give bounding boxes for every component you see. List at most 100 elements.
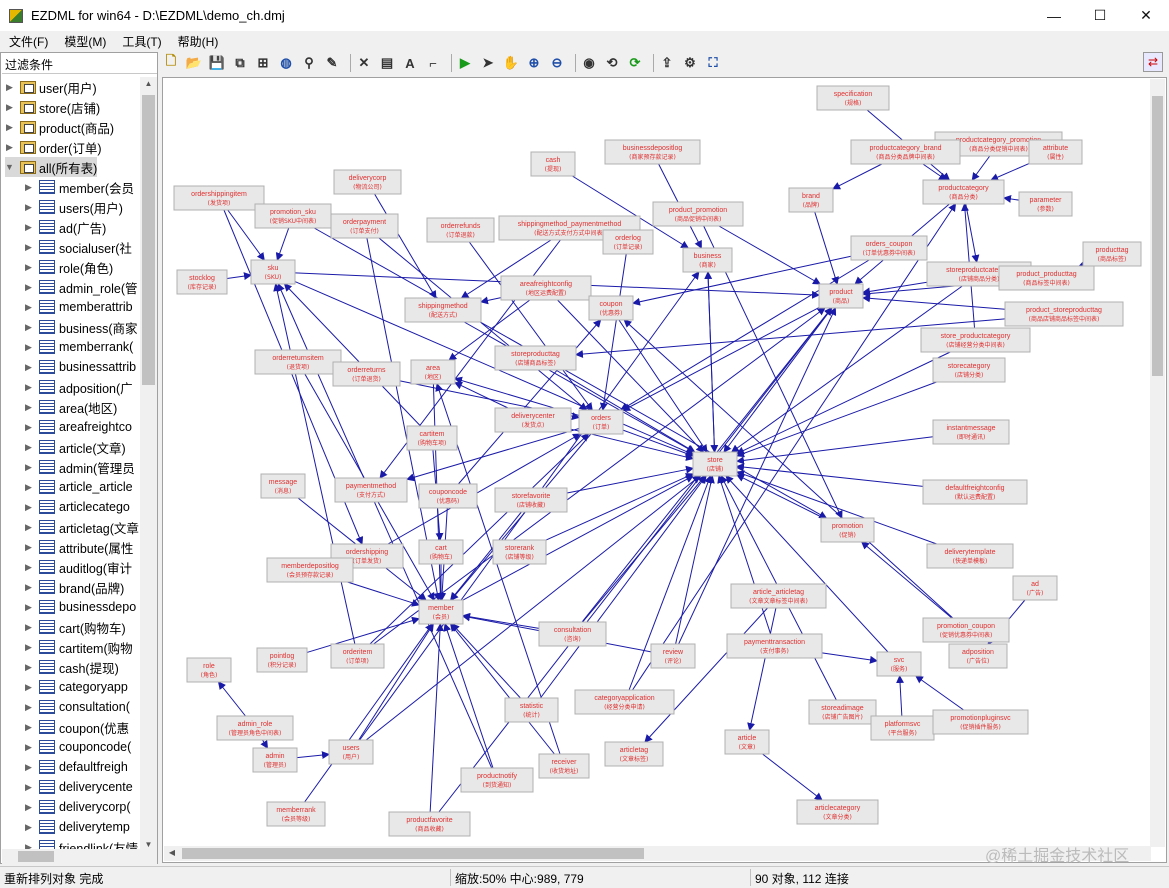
chevron-right-icon[interactable]: ▶ (25, 741, 32, 752)
tree-table-item[interactable]: ▶categoryapp (24, 677, 128, 697)
relation-link[interactable] (723, 307, 833, 453)
text-icon[interactable]: A (405, 55, 415, 71)
chevron-right-icon[interactable]: ▶ (25, 481, 32, 492)
tree-table-item[interactable]: ▶articletag(文章 (24, 517, 139, 537)
tree-table-item[interactable]: ▶cash(提现) (24, 657, 119, 677)
menu-model[interactable]: 模型(M) (64, 34, 107, 49)
entity-product-promotion[interactable]: product_promotion(商品促销中间表) (652, 201, 744, 227)
filter-label[interactable]: 过滤条件 (2, 54, 157, 74)
relation-link[interactable] (540, 475, 707, 699)
tree-table-item[interactable]: ▶admin(管理员 (24, 457, 135, 477)
chevron-right-icon[interactable]: ▶ (25, 421, 32, 432)
chevron-right-icon[interactable]: ▶ (25, 261, 32, 272)
globe-icon[interactable]: ◍ (280, 55, 292, 70)
entity-paymentmethod[interactable]: paymentmethod(支付方式) (334, 477, 408, 503)
entity-cash[interactable]: cash(提现) (530, 151, 576, 177)
tree-table-item[interactable]: ▶adposition(广 (24, 377, 133, 397)
chevron-right-icon[interactable]: ▶ (25, 701, 32, 712)
relation-link[interactable] (644, 607, 768, 743)
entity-ordershippingitem[interactable]: ordershippingitem(发货项) (173, 185, 265, 211)
tree-table-item[interactable]: ▶deliverytemp (24, 817, 130, 837)
chevron-right-icon[interactable]: ▶ (25, 461, 32, 472)
chevron-right-icon[interactable]: ▶ (6, 121, 13, 132)
relation-link[interactable] (273, 283, 356, 645)
toggle-panel-icon[interactable]: ⇄ (1143, 52, 1163, 72)
chevron-right-icon[interactable]: ▶ (25, 441, 32, 452)
chevron-right-icon[interactable]: ▶ (25, 641, 32, 652)
tree-table-item[interactable]: ▶areafreightco (24, 417, 132, 437)
relation-link[interactable] (965, 203, 980, 263)
chevron-right-icon[interactable]: ▶ (25, 841, 32, 852)
relation-link[interactable] (821, 652, 878, 664)
relation-link[interactable] (555, 369, 696, 453)
entity-articletag[interactable]: articletag(文章标签) (604, 741, 664, 767)
relation-link[interactable] (294, 281, 694, 456)
entity-consultation[interactable]: consultation(咨询) (538, 621, 607, 647)
link-icon[interactable]: ⌐ (429, 55, 437, 71)
relation-link[interactable] (369, 433, 590, 645)
entity-cartitem[interactable]: cartitem(购物车项) (406, 425, 458, 451)
close-button[interactable]: ✕ (1140, 7, 1152, 23)
relation-link[interactable] (438, 307, 833, 813)
relation-link[interactable] (304, 623, 433, 803)
entity-users[interactable]: users(用户) (328, 739, 374, 765)
relation-link[interactable] (860, 541, 953, 619)
run-icon[interactable]: ▶ (460, 55, 470, 70)
entity-product[interactable]: product(商品) (818, 283, 864, 309)
entity-product-storeproducttag[interactable]: product_storeproducttag(商品店铺商品标签中间表) (1004, 301, 1124, 327)
relation-link[interactable] (347, 581, 420, 607)
entity-message[interactable]: message(消息) (260, 473, 306, 499)
relation-link[interactable] (862, 281, 928, 296)
menu-tools[interactable]: 工具(T) (122, 34, 162, 49)
chevron-right-icon[interactable]: ▶ (25, 681, 32, 692)
entity-promotion-sku[interactable]: promotion_sku(促销SKU中间表) (254, 203, 332, 229)
relation-link[interactable] (283, 283, 421, 427)
entity-role[interactable]: role(角色) (186, 657, 232, 683)
entity-specification[interactable]: specification(规格) (816, 85, 890, 111)
relation-link[interactable] (296, 751, 330, 760)
relation-link[interactable] (260, 739, 269, 749)
scroll-left-icon[interactable]: ◀ (168, 848, 176, 857)
relation-link[interactable] (628, 475, 712, 691)
minimize-button[interactable]: — (1047, 7, 1061, 24)
chevron-right-icon[interactable]: ▶ (25, 301, 32, 312)
entity-memberdepositlog[interactable]: memberdepositlog(会员预存款记录) (266, 557, 354, 583)
entity-storefavorite[interactable]: storefavorite(店铺收藏) (494, 487, 568, 513)
entity-orderreturnsitem[interactable]: orderreturnsitem(退货项) (254, 349, 342, 375)
entity-promotion-coupon[interactable]: promotion_coupon(促销优惠券中间表) (922, 617, 1010, 643)
settings-icon[interactable]: ⚙ (684, 55, 696, 70)
scroll-thumb[interactable] (1152, 96, 1163, 376)
zoom-out-icon[interactable]: ⊖ (551, 55, 563, 70)
relation-link[interactable] (217, 681, 246, 717)
relation-link[interactable] (730, 285, 963, 453)
entity-coupon[interactable]: coupon(优惠券) (588, 295, 634, 321)
entity-businessdepositlog[interactable]: businessdepositlog(商家预存款记录) (604, 139, 701, 165)
entity-platformsvc[interactable]: platformsvc(平台服务) (870, 715, 935, 741)
entity-deliverycorp[interactable]: deliverycorp(物流公司) (333, 169, 402, 195)
relation-link[interactable] (406, 428, 580, 482)
relation-link[interactable] (718, 225, 821, 285)
chevron-right-icon[interactable]: ▶ (6, 141, 13, 152)
relation-link[interactable] (451, 623, 521, 699)
entity-receiver[interactable]: receiver(收货地址) (538, 753, 590, 779)
relation-link[interactable] (429, 623, 444, 813)
chevron-right-icon[interactable]: ▶ (25, 761, 32, 772)
edit-icon[interactable]: ✎ (326, 55, 338, 70)
chevron-down-icon[interactable]: ▼ (5, 162, 14, 172)
relation-link[interactable] (704, 271, 716, 453)
relation-link[interactable] (566, 465, 694, 494)
entity-productfavorite[interactable]: productfavorite(商品收藏) (388, 811, 471, 837)
tree-group[interactable]: ▶product(商品) (5, 117, 114, 137)
tree-group[interactable]: ▶order(订单) (5, 137, 102, 157)
tree-table-item[interactable]: ▶users(用户) (24, 197, 123, 217)
entity-article-articletag[interactable]: article_articletag(文章文章标签中间表) (730, 583, 827, 609)
relation-link[interactable] (832, 163, 883, 190)
relation-link[interactable] (463, 321, 695, 453)
tree-group[interactable]: ▶store(店铺) (5, 97, 100, 117)
view-icon[interactable]: ◉ (583, 55, 595, 70)
entity-orderreturns[interactable]: orderreturns(订单退货) (332, 361, 401, 387)
entity-deliverytemplate[interactable]: deliverytemplate(快递单模板) (926, 543, 1014, 569)
entity-statistic[interactable]: statistic(统计) (504, 697, 559, 723)
entity-stocklog[interactable]: stocklog(库存记录) (176, 269, 228, 295)
relation-link[interactable] (736, 351, 951, 455)
